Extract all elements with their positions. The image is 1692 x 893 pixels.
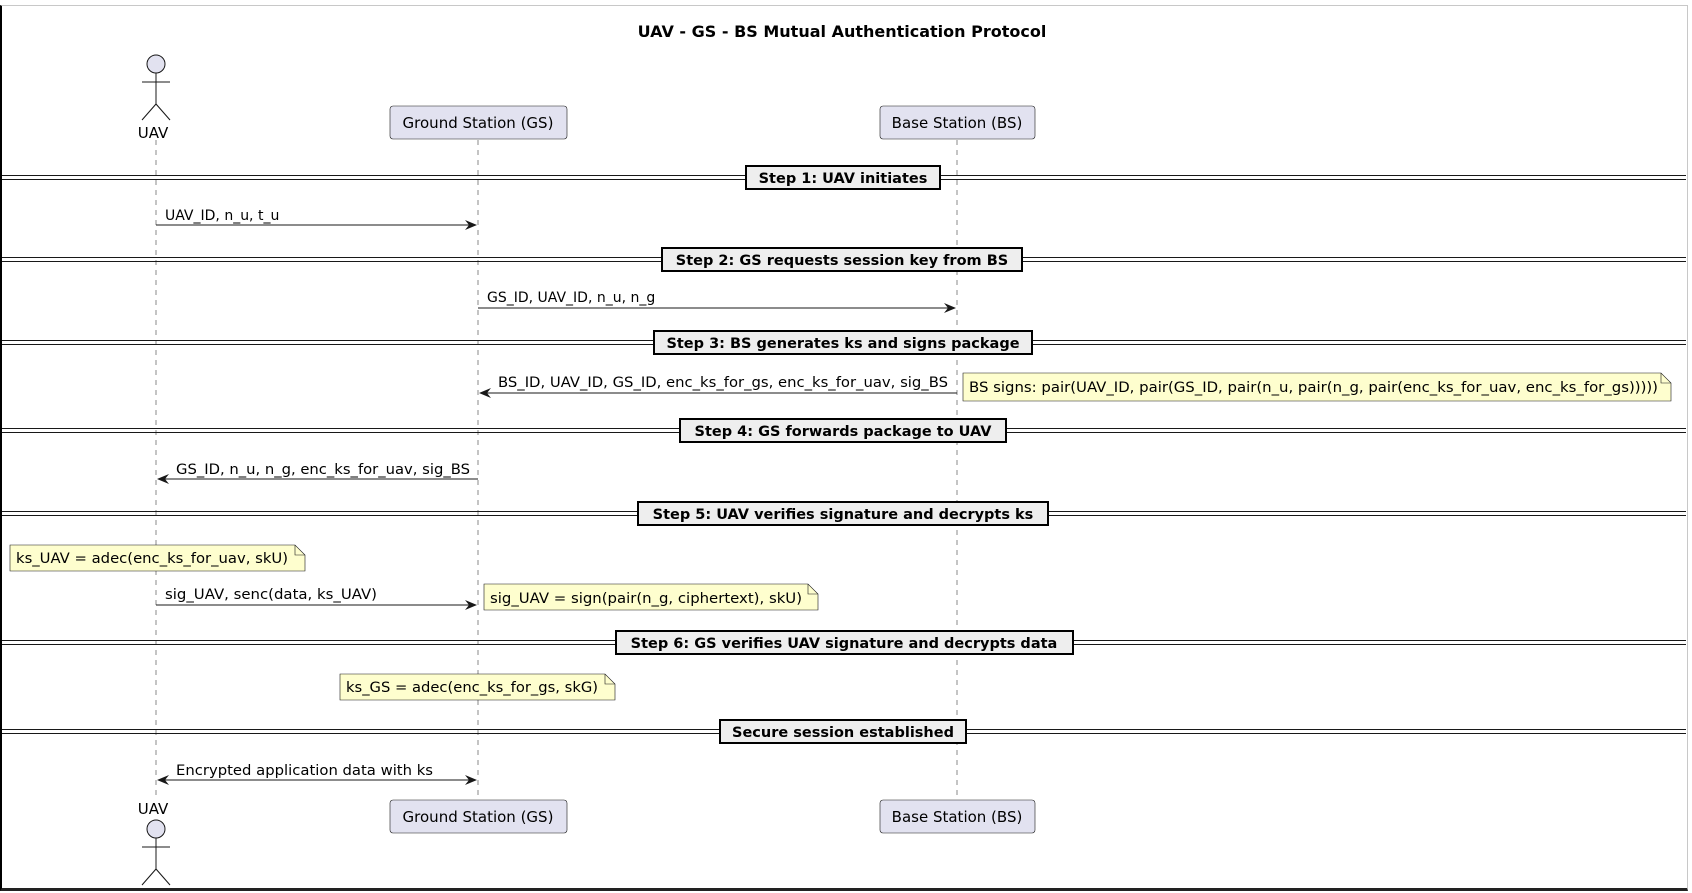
note-text: sig_UAV = sign(pair(n_g, ciphertext), sk… <box>490 591 802 607</box>
actor-uav-top: UAV <box>138 54 171 142</box>
participant-bs-label: Base Station (BS) <box>892 808 1023 826</box>
divider-label: Secure session established <box>732 725 954 741</box>
divider-step-2: Step 2: GS requests session key from BS <box>2 247 1686 272</box>
divider-step-6: Step 6: GS verifies UAV signature and de… <box>2 630 1686 655</box>
participant-bs-label: Base Station (BS) <box>892 114 1023 132</box>
message-label: UAV_ID, n_u, t_u <box>165 208 279 224</box>
divider-label: Step 5: UAV verifies signature and decry… <box>653 507 1034 523</box>
message-label: GS_ID, n_u, n_g, enc_ks_for_uav, sig_BS <box>176 462 470 478</box>
note-text: BS signs: pair(UAV_ID, pair(GS_ID, pair(… <box>969 380 1658 396</box>
actor-uav-bottom: UAV <box>138 800 171 886</box>
participant-bs-top: Base Station (BS) <box>879 105 1036 140</box>
message-label: BS_ID, UAV_ID, GS_ID, enc_ks_for_gs, enc… <box>498 375 948 391</box>
message-1: UAV_ID, n_u, t_u <box>156 208 477 230</box>
divider-label: Step 1: UAV initiates <box>759 171 928 187</box>
note-text: ks_UAV = adec(enc_ks_for_uav, skU) <box>16 551 288 567</box>
participant-bs-bottom: Base Station (BS) <box>879 799 1036 834</box>
message-label: GS_ID, UAV_ID, n_u, n_g <box>487 290 655 306</box>
divider-step-4: Step 4: GS forwards package to UAV <box>2 418 1686 443</box>
participant-gs-top: Ground Station (GS) <box>389 105 568 140</box>
participant-uav-label: UAV <box>138 124 169 142</box>
participant-gs-label: Ground Station (GS) <box>403 114 554 132</box>
message-5: sig_UAV, senc(data, ks_UAV) <box>156 587 477 610</box>
message-label: Encrypted application data with ks <box>176 763 433 779</box>
participant-gs-label: Ground Station (GS) <box>403 808 554 826</box>
divider-label: Step 3: BS generates ks and signs packag… <box>666 336 1019 352</box>
diagram-frame <box>0 5 1688 891</box>
message-4: GS_ID, n_u, n_g, enc_ks_for_uav, sig_BS <box>157 462 478 484</box>
message-2: GS_ID, UAV_ID, n_u, n_g <box>478 290 956 313</box>
participant-uav-label: UAV <box>138 800 169 818</box>
diagram-title: UAV - GS - BS Mutual Authentication Prot… <box>638 22 1047 41</box>
note-ks-uav: ks_UAV = adec(enc_ks_for_uav, skU) <box>9 544 306 572</box>
message-3: BS_ID, UAV_ID, GS_ID, enc_ks_for_gs, enc… <box>479 375 957 398</box>
divider-step-5: Step 5: UAV verifies signature and decry… <box>2 501 1686 526</box>
divider-label: Step 4: GS forwards package to UAV <box>695 424 993 440</box>
divider-label: Step 6: GS verifies UAV signature and de… <box>631 636 1058 652</box>
divider-step-3: Step 3: BS generates ks and signs packag… <box>2 330 1686 355</box>
note-ks-gs: ks_GS = adec(enc_ks_for_gs, skG) <box>339 673 616 701</box>
divider-label: Step 2: GS requests session key from BS <box>676 253 1008 269</box>
note-text: ks_GS = adec(enc_ks_for_gs, skG) <box>346 680 598 696</box>
divider-secure-session: Secure session established <box>2 719 1686 744</box>
participant-gs-bottom: Ground Station (GS) <box>389 799 568 834</box>
message-6: Encrypted application data with ks <box>157 763 477 785</box>
note-bs-signs: BS signs: pair(UAV_ID, pair(GS_ID, pair(… <box>962 372 1672 402</box>
note-sig-uav: sig_UAV = sign(pair(n_g, ciphertext), sk… <box>483 583 819 611</box>
message-label: sig_UAV, senc(data, ks_UAV) <box>165 587 377 603</box>
divider-step-1: Step 1: UAV initiates <box>2 165 1686 190</box>
